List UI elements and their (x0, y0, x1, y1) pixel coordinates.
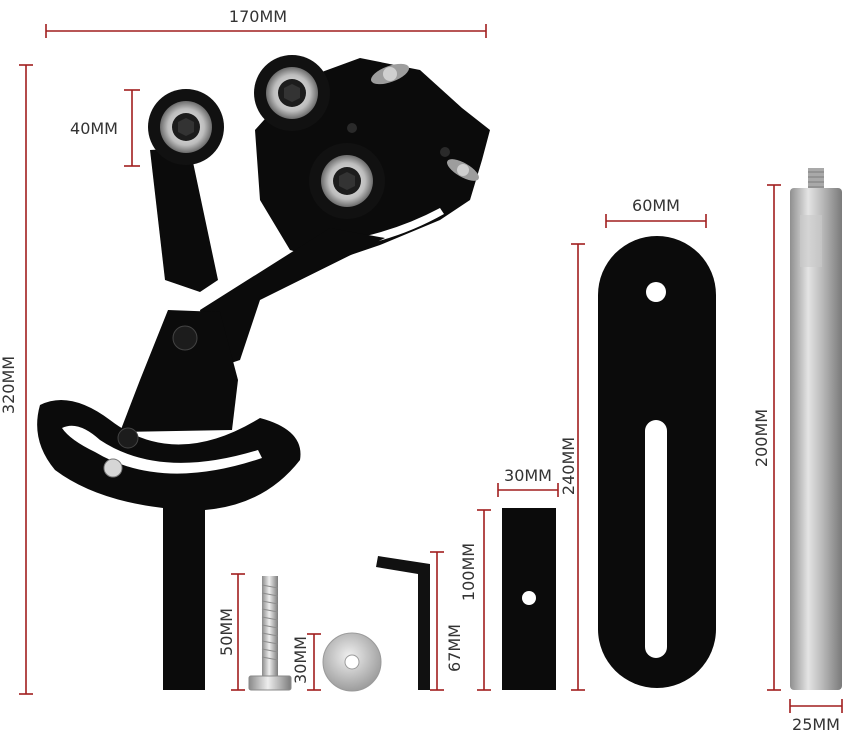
spacer-block (502, 508, 556, 690)
dim-overall-width: 170MM (45, 7, 487, 38)
label-overall-width: 170MM (229, 7, 287, 26)
label-washer-diameter: 30MM (291, 636, 310, 684)
label-spacer-length: 100MM (459, 543, 478, 601)
roller-wheel-bottom (309, 143, 385, 219)
dim-plate-length: 240MM (559, 243, 585, 691)
dim-hex-key-length: 67MM (430, 551, 464, 691)
label-plate-length: 240MM (559, 437, 578, 495)
roller-wheel-left (148, 89, 224, 165)
belt-tensioner-arm (37, 55, 490, 690)
dim-wheel-diameter: 40MM (70, 89, 140, 167)
dim-washer-diameter: 30MM (291, 633, 321, 691)
wing-nut-side (447, 159, 479, 181)
label-rod-length: 200MM (752, 409, 771, 467)
dim-spacer-width: 30MM (497, 466, 559, 497)
roller-wheel-top (254, 55, 330, 131)
dim-rod-diameter: 25MM (789, 699, 843, 734)
dim-spacer-length: 100MM (459, 509, 491, 691)
label-overall-height: 320MM (0, 356, 18, 414)
washer (322, 632, 382, 692)
steel-rod (790, 168, 842, 690)
slotted-plate (598, 236, 716, 688)
hex-bolt (248, 576, 292, 691)
label-rod-diameter: 25MM (792, 715, 840, 734)
label-wheel-diameter: 40MM (70, 119, 118, 138)
label-plate-width: 60MM (632, 196, 680, 215)
label-hex-key-length: 67MM (445, 624, 464, 672)
dim-plate-width: 60MM (605, 196, 707, 228)
label-bolt-length: 50MM (217, 608, 236, 656)
dim-rod-length: 200MM (752, 184, 781, 691)
wing-nut-top (371, 63, 409, 85)
hex-key (376, 556, 430, 690)
dim-overall-height: 320MM (0, 64, 33, 695)
label-spacer-width: 30MM (504, 466, 552, 485)
dim-bolt-length: 50MM (217, 573, 245, 691)
